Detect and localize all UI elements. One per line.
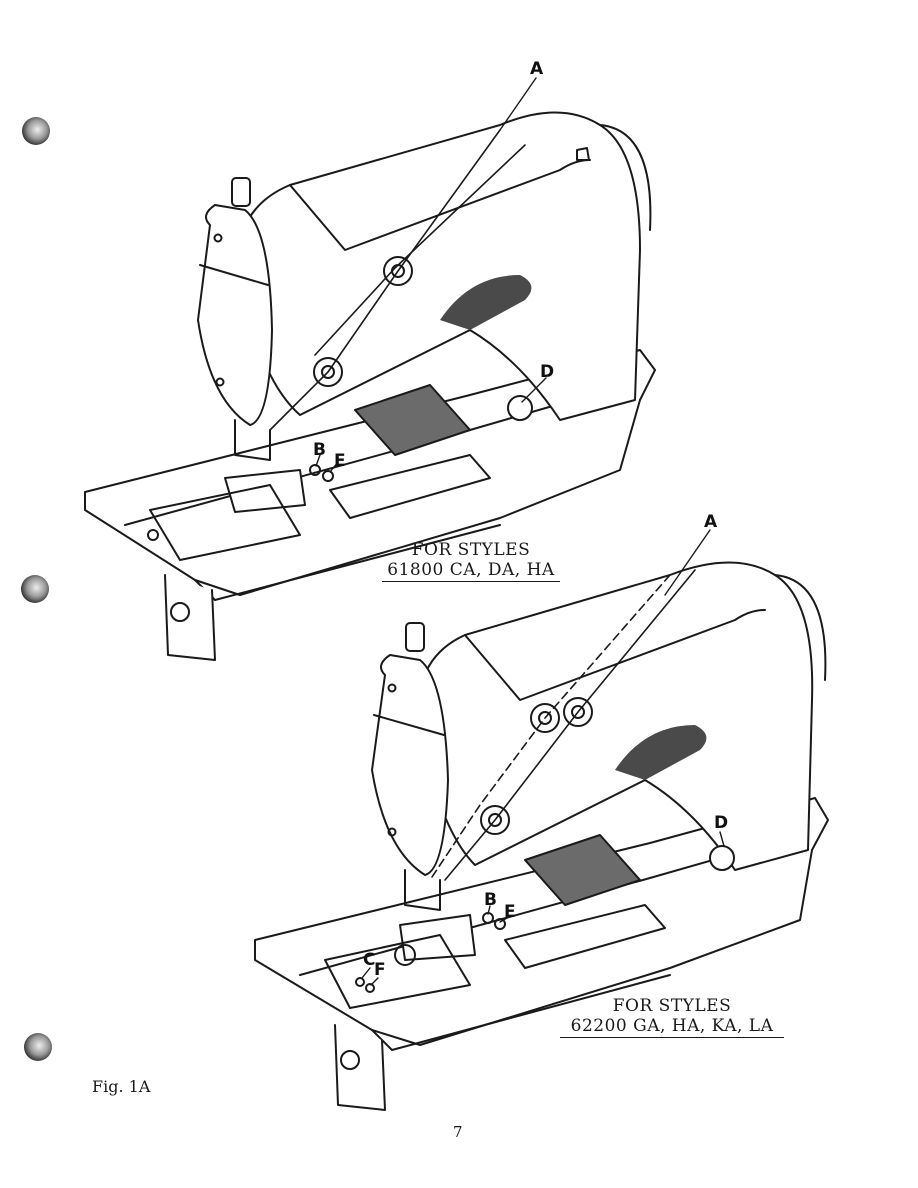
callout-e-2: E: [504, 902, 516, 922]
punch-hole-top: [22, 117, 50, 145]
callout-b-2: B: [484, 890, 497, 910]
callout-c-2: C: [363, 950, 375, 970]
callout-a-1: A: [530, 59, 544, 79]
page-number: 7: [453, 1123, 463, 1141]
callout-b-1: B: [313, 440, 326, 460]
style-caption-2: FOR STYLES 62200 GA, HA, KA, LA: [560, 996, 784, 1038]
style-caption-1: FOR STYLES 61800 CA, DA, HA: [382, 540, 560, 582]
callout-f-2: F: [374, 960, 386, 980]
callout-d-1: D: [540, 362, 554, 382]
style-heading-1: FOR STYLES: [411, 540, 531, 560]
style-list-2: 62200 GA, HA, KA, LA: [560, 1016, 784, 1038]
callout-e-1: E: [334, 451, 346, 471]
punch-hole-bottom: [24, 1033, 52, 1061]
callout-d-2: D: [714, 813, 728, 833]
punch-hole-middle: [21, 575, 49, 603]
figure-caption: Fig. 1A: [92, 1077, 151, 1096]
style-heading-2: FOR STYLES: [612, 996, 732, 1016]
callout-a-2: A: [704, 512, 718, 532]
style-list-1: 61800 CA, DA, HA: [382, 560, 560, 582]
